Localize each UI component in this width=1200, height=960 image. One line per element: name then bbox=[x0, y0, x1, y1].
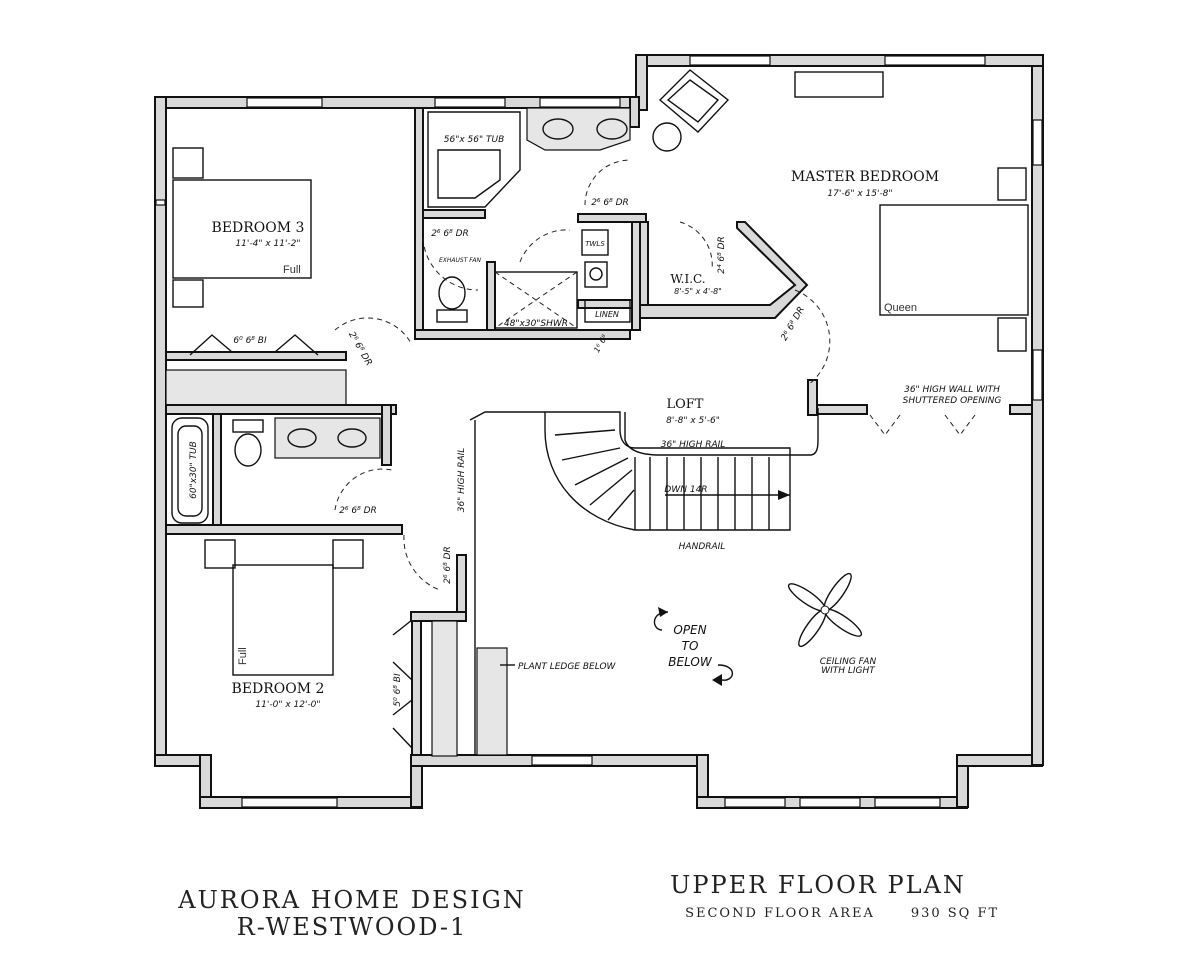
bedroom2-bed-size: Full bbox=[237, 647, 249, 665]
open-to-below-1: OPEN bbox=[673, 623, 706, 637]
exhaust-fan-label: EXHAUST FAN bbox=[439, 257, 481, 264]
room-labels: MASTER BEDROOM 17'-6" x 15'-8" Queen BED… bbox=[212, 169, 940, 710]
high-rail-vertical-note: 36" HIGH RAIL bbox=[457, 448, 467, 513]
bedroom3-dim: 11'-4" x 11'-2" bbox=[235, 239, 300, 249]
bedroom2-name: BEDROOM 2 bbox=[232, 681, 325, 697]
interior-walls bbox=[165, 96, 1033, 757]
windows bbox=[155, 55, 1043, 808]
open-to-below-2: TO bbox=[682, 639, 699, 653]
bedroom3-bed-size: Full bbox=[283, 264, 301, 276]
door-label-wc: 2⁶ 6⁸ DR bbox=[431, 229, 469, 239]
high-wall-note-2: SHUTTERED OPENING bbox=[903, 396, 1002, 406]
master-bedroom-dim: 17'-6" x 15'-8" bbox=[827, 189, 892, 199]
door-label-bedroom3: 2⁶ 6⁸ DR bbox=[346, 330, 373, 368]
area-value: 930 SQ FT bbox=[911, 906, 999, 921]
high-rail-note: 36" HIGH RAIL bbox=[661, 440, 726, 450]
notes: 36" HIGH RAIL 36" HIGH RAIL 36" HIGH WAL… bbox=[457, 385, 1001, 676]
fixture-labels: 56"x 56" TUB 48"x30"SHWR 60"x30" TUB EXH… bbox=[189, 135, 619, 499]
title-block: AURORA HOME DESIGN R-WESTWOOD-1 UPPER FL… bbox=[177, 871, 999, 941]
bifold-label-bedroom3: 6⁰ 6⁸ BI bbox=[233, 336, 267, 346]
towels-label: TWLS bbox=[585, 240, 605, 248]
door-label-wic: 2⁴ 6⁸ DR bbox=[717, 236, 727, 274]
door-label-bedroom2: 2⁶ 6⁸ DR bbox=[443, 546, 453, 584]
loft-dim: 8'-8" x 5'-6" bbox=[666, 416, 720, 426]
model-name: R-WESTWOOD-1 bbox=[237, 913, 468, 941]
bedroom3-name: BEDROOM 3 bbox=[212, 220, 305, 236]
bath2-tub-label: 60"x30" TUB bbox=[189, 441, 199, 499]
loft-name: LOFT bbox=[667, 397, 704, 412]
master-tub-label: 56"x 56" TUB bbox=[444, 135, 505, 145]
door-label-master: 2⁶ 6⁸ DR bbox=[780, 305, 807, 343]
linen-label: LINEN bbox=[595, 310, 619, 319]
high-wall-note: 36" HIGH WALL WITH bbox=[904, 385, 1000, 395]
bedroom2-dim: 11'-0" x 12'-0" bbox=[255, 700, 320, 710]
bifold-label-bedroom2: 5⁰ 6⁸ BI bbox=[393, 673, 403, 707]
open-to-below-3: BELOW bbox=[668, 655, 713, 669]
door-label-bath2: 2⁶ 6⁸ DR bbox=[339, 506, 377, 516]
master-bed-size: Queen bbox=[884, 302, 917, 314]
down-stairs-note: DWN 14R bbox=[664, 485, 707, 495]
door-label-master-bath: 2⁶ 6⁸ DR bbox=[591, 198, 629, 208]
plant-ledge-note: PLANT LEDGE BELOW bbox=[518, 662, 617, 672]
shower-label: 48"x30"SHWR bbox=[504, 319, 568, 329]
fixtures-layer bbox=[171, 69, 1029, 756]
plan-title: UPPER FLOOR PLAN bbox=[670, 871, 966, 899]
ceiling-fan-note-2: WITH LIGHT bbox=[821, 666, 876, 676]
master-bedroom-name: MASTER BEDROOM bbox=[791, 169, 939, 185]
area-label: SECOND FLOOR AREA bbox=[685, 906, 875, 921]
handrail-note: HANDRAIL bbox=[679, 542, 726, 552]
wic-name: W.I.C. bbox=[670, 272, 705, 286]
company-name: AURORA HOME DESIGN bbox=[177, 886, 526, 914]
wic-dim: 8'-5" x 4'-8" bbox=[674, 287, 722, 296]
ceiling-fan-note: CEILING FAN bbox=[820, 657, 877, 667]
